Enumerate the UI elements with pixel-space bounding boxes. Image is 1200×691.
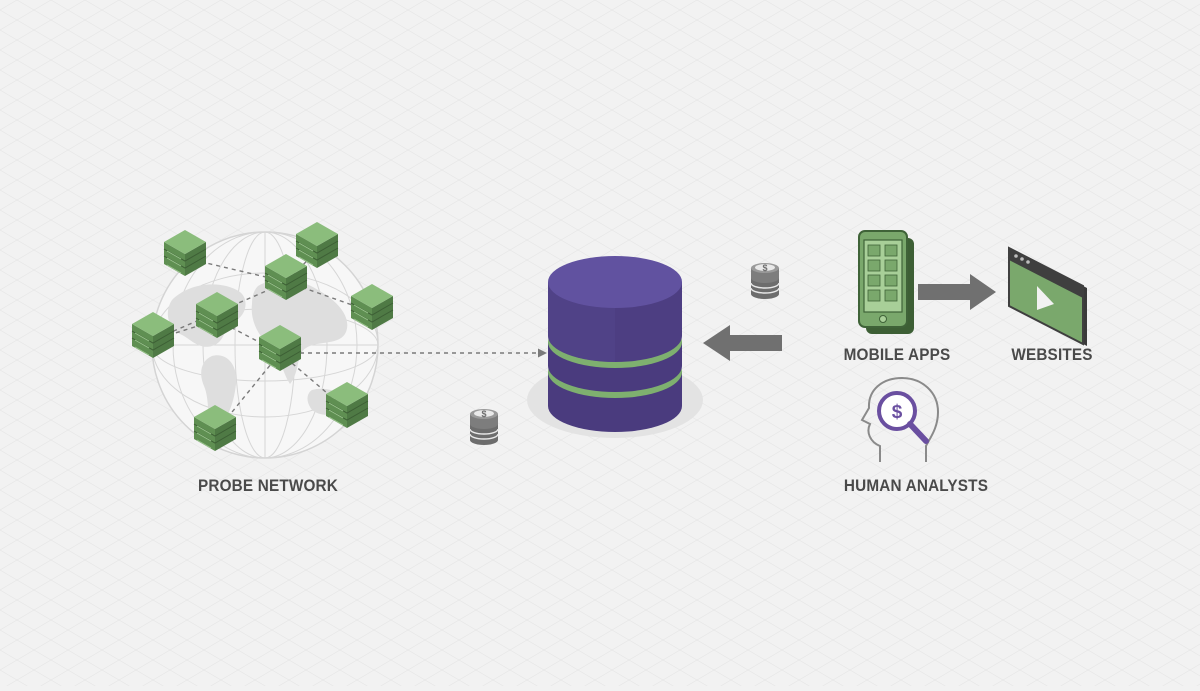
arrow-right-icon	[918, 274, 996, 310]
probe-to-database-link	[300, 348, 547, 358]
svg-text:$: $	[892, 402, 903, 423]
websites-label: WEBSITES	[1011, 345, 1093, 364]
arrow-left-icon	[703, 325, 782, 361]
phone-icon	[858, 230, 914, 334]
database-icon	[527, 256, 703, 438]
coin-stack-icon	[750, 262, 780, 300]
analyst-head-icon: $	[860, 376, 940, 462]
human-analysts-label: HUMAN ANALYSTS	[843, 476, 989, 495]
coin-stack-icon	[469, 408, 499, 446]
mobile-apps-label: MOBILE APPS	[843, 345, 951, 364]
probe-network-label: PROBE NETWORK	[197, 476, 339, 495]
browser-window-icon	[1008, 246, 1087, 346]
